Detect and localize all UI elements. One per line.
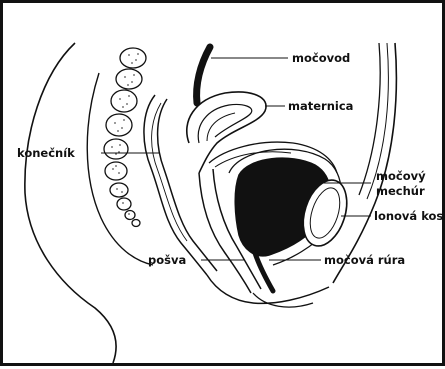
vertebra (117, 198, 131, 210)
label-bladder-line2: mechúr (376, 184, 425, 198)
label-ureter: močovod (292, 51, 350, 65)
vertebra (120, 48, 146, 68)
label-uterus: maternica (288, 99, 353, 113)
label-rectum: konečník (17, 146, 75, 160)
pelvic-anatomy-diagram: močovod maternica konečník močový mechúr… (3, 3, 445, 369)
vertebra (104, 139, 128, 159)
vertebra (125, 211, 135, 220)
vertebrae (104, 48, 146, 227)
urethra (255, 253, 273, 291)
label-pubic-bone: lonová kosť (374, 209, 445, 223)
label-bladder-line1: močový (376, 169, 426, 183)
vertebra (110, 183, 128, 197)
vertebra (105, 162, 127, 180)
vertebra (106, 114, 132, 136)
ureter (197, 47, 210, 103)
uterus-cavity (207, 113, 235, 141)
labia-outline (253, 293, 313, 307)
body-outline-back (25, 43, 116, 363)
vertebra (111, 90, 137, 112)
abdominal-wall-outer (333, 43, 396, 283)
label-vagina: pošva (148, 253, 186, 267)
vertebra (132, 220, 140, 227)
label-urethra: močová rúra (324, 253, 405, 267)
vertebra (116, 69, 142, 89)
